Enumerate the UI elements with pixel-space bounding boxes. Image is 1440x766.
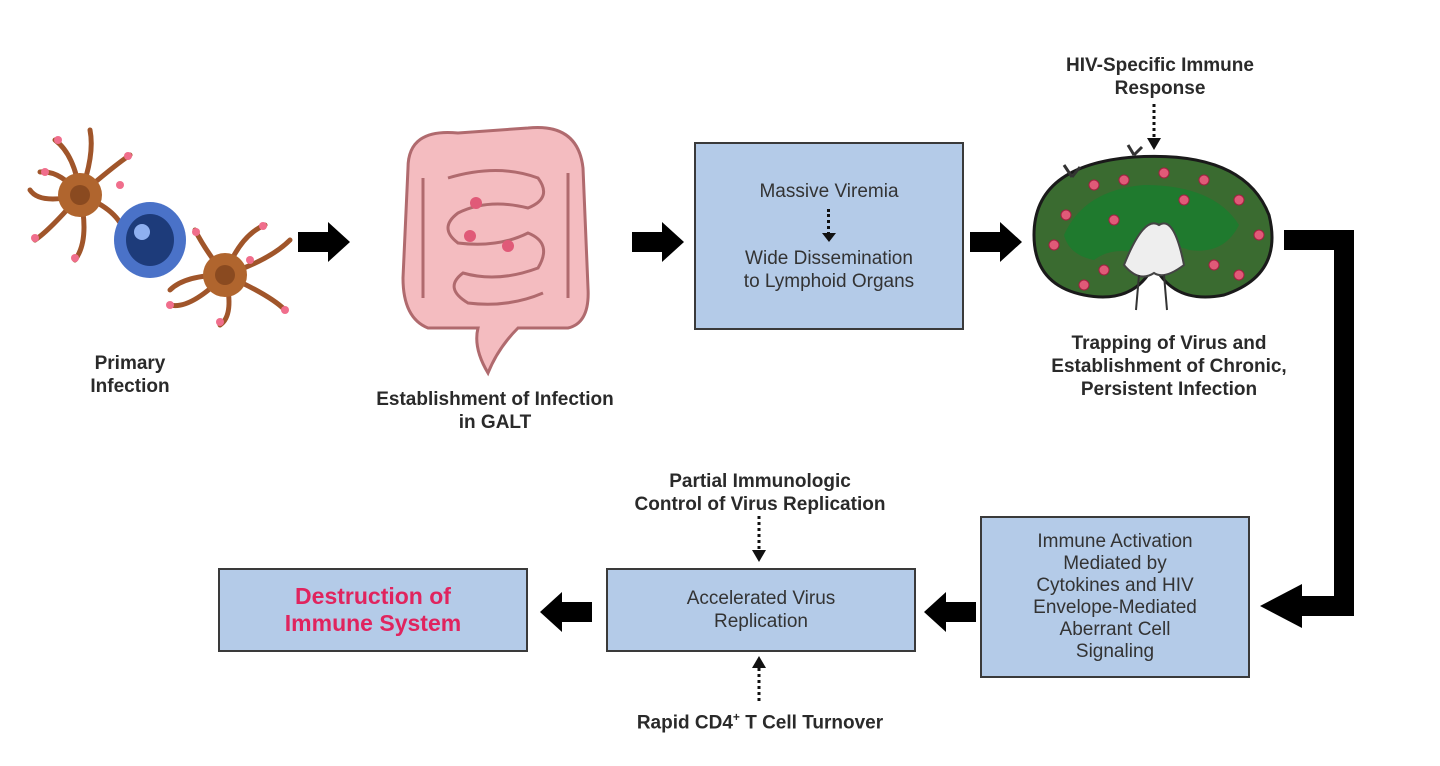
hiv-response-label: HIV-Specific Immune Response bbox=[1030, 54, 1290, 100]
arrow-right-3 bbox=[970, 222, 1022, 262]
arrow-right-1 bbox=[298, 222, 350, 262]
elbow-connector-arrow bbox=[1260, 230, 1354, 628]
immune-line-2: Mediated by bbox=[1063, 553, 1167, 574]
label-line: Partial Immunologic bbox=[669, 471, 851, 492]
immune-line-6: Signaling bbox=[1075, 641, 1155, 662]
trapping-label: Trapping of Virus and Establishment of C… bbox=[1014, 332, 1324, 401]
arrow-left-1 bbox=[924, 592, 976, 632]
arrow-left-2 bbox=[540, 592, 592, 632]
rapid-turnover-label: Rapid CD4+ T Cell Turnover bbox=[590, 706, 930, 734]
destruction-line-1: Destruction of bbox=[295, 583, 451, 609]
label-line: HIV-Specific Immune bbox=[1066, 55, 1254, 76]
label-line: Control of Virus Replication bbox=[634, 494, 886, 515]
accelerated-replication-box: Accelerated Virus Replication bbox=[606, 568, 916, 652]
dotted-arrow-down bbox=[819, 203, 839, 247]
galt-label: Establishment of Infection in GALT bbox=[340, 388, 650, 434]
destruction-line-2: Immune System bbox=[284, 610, 462, 636]
dendritic-cell-illustration bbox=[27, 127, 293, 328]
destruction-box: Destruction of Immune System bbox=[218, 568, 528, 652]
viremia-bottom-line-2: to Lymphoid Organs bbox=[743, 270, 915, 292]
immune-line-1: Immune Activation bbox=[1037, 531, 1193, 552]
label-line: Trapping of Virus and bbox=[1071, 333, 1267, 354]
label-line: Establishment of Chronic, bbox=[1051, 356, 1287, 377]
lymph-node-illustration bbox=[1032, 144, 1274, 311]
rapid-turnover-pre: Rapid CD4 bbox=[636, 712, 733, 734]
viremia-bottom-line-1: Wide Dissemination bbox=[745, 247, 913, 269]
accelerated-line-2: Replication bbox=[714, 611, 808, 632]
arrow-right-2 bbox=[632, 222, 684, 262]
rapid-turnover-sup: + bbox=[732, 710, 740, 724]
label-line: Persistent Infection bbox=[1080, 379, 1258, 400]
label-line: Response bbox=[1114, 78, 1206, 99]
dotted-arrow-partial-control bbox=[752, 516, 766, 562]
viremia-box: Massive Viremia Wide Dissemination to Ly… bbox=[694, 142, 964, 330]
accelerated-line-1: Accelerated Virus bbox=[686, 588, 836, 609]
immune-line-4: Envelope-Mediated bbox=[1033, 597, 1197, 618]
label-line: Primary bbox=[94, 353, 166, 374]
dotted-arrow-hiv-response bbox=[1147, 104, 1161, 150]
immune-line-3: Cytokines and HIV bbox=[1036, 575, 1194, 596]
label-line: Establishment of Infection bbox=[376, 389, 614, 410]
dotted-arrow-rapid-turnover bbox=[752, 656, 766, 702]
rapid-turnover-post: T Cell Turnover bbox=[739, 712, 884, 734]
intestine-illustration bbox=[401, 126, 590, 377]
label-line: in GALT bbox=[458, 412, 532, 433]
label-line: Infection bbox=[90, 376, 170, 397]
partial-control-label: Partial Immunologic Control of Virus Rep… bbox=[600, 470, 920, 516]
primary-infection-label: Primary Infection bbox=[60, 352, 200, 398]
immune-line-5: Aberrant Cell bbox=[1059, 619, 1171, 640]
viremia-top-text: Massive Viremia bbox=[759, 180, 899, 202]
immune-activation-box: Immune Activation Mediated by Cytokines … bbox=[980, 516, 1250, 678]
